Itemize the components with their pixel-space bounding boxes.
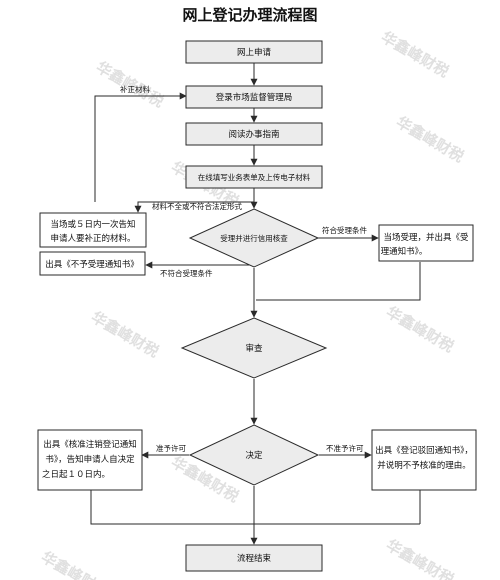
node-guide-label: 阅读办事指南 xyxy=(228,129,279,140)
node-apply: 网上申请 xyxy=(185,40,323,64)
node-decide: 决定 xyxy=(188,424,320,486)
node-approve-line2: 书》，告知申请人自决定 xyxy=(45,454,135,465)
node-apply-label: 网上申请 xyxy=(237,47,272,58)
node-reject: 出具《登记驳回通知书》， 并说明不予核准的理由。 xyxy=(371,429,477,491)
node-accept: 当场受理，并出具《受 理通知书》。 xyxy=(378,224,474,262)
node-login: 登录市场监督管理局 xyxy=(185,85,323,109)
edge-labels: 补正材料 材料不全或不符合法定形式 符合受理条件 不符合受理条件 准予许可 不准… xyxy=(120,84,367,453)
node-end-label: 流程结束 xyxy=(237,553,272,564)
node-reject-line2: 并说明不予核准的理由。 xyxy=(377,460,471,471)
node-supplement-line2: 申请人要补正的材料。 xyxy=(50,233,135,244)
node-verify: 受理并进行信用核查 xyxy=(188,208,320,268)
node-verify-label: 受理并进行信用核查 xyxy=(220,233,288,243)
watermark: 华鑫峰财税 xyxy=(383,303,457,356)
edge-not-meets: 不符合受理条件 xyxy=(160,268,213,278)
node-decide-label: 决定 xyxy=(245,450,263,461)
watermark: 华鑫峰财税 xyxy=(383,536,457,580)
edge-supplement-material: 补正材料 xyxy=(120,84,150,94)
node-not-accept-label: 出具《不予受理通知书》 xyxy=(45,259,139,270)
node-fill-label: 在线填写业务表单及上传电子材料 xyxy=(198,172,311,182)
edge-incomplete: 材料不全或不符合法定形式 xyxy=(152,201,242,211)
node-review: 审查 xyxy=(180,317,328,379)
node-accept-line1: 当场受理，并出具《受 xyxy=(383,232,469,243)
node-login-label: 登录市场监督管理局 xyxy=(216,92,293,103)
diagram-title: 网上登记办理流程图 xyxy=(182,6,317,24)
edge-not-approved: 不准予许可 xyxy=(326,443,364,453)
node-fill: 在线填写业务表单及上传电子材料 xyxy=(185,165,323,189)
watermark: 华鑫峰财税 xyxy=(88,308,162,361)
node-end: 流程结束 xyxy=(185,544,323,572)
edge-meets: 符合受理条件 xyxy=(322,225,367,235)
node-supplement: 当场或５日内一次告知 申请人要补正的材料。 xyxy=(39,212,147,248)
edge-approved: 准予许可 xyxy=(156,443,186,453)
node-approve: 出具《核准注销登记通知 书》，告知申请人自决定 之日起１０日内。 xyxy=(37,429,143,491)
node-not-accept: 出具《不予受理通知书》 xyxy=(39,251,146,276)
node-approve-line1: 出具《核准注销登记通知 xyxy=(43,439,137,450)
node-reject-line1: 出具《登记驳回通知书》， xyxy=(375,445,473,456)
node-review-label: 审查 xyxy=(245,343,263,354)
node-accept-line2: 理通知书》。 xyxy=(381,246,428,257)
watermark: 华鑫峰财税 xyxy=(38,548,112,580)
node-supplement-line1: 当场或５日内一次告知 xyxy=(50,219,135,230)
watermark: 华鑫峰财税 xyxy=(378,28,452,81)
node-guide: 阅读办事指南 xyxy=(185,122,323,146)
watermark: 华鑫峰财税 xyxy=(393,113,467,166)
node-approve-line3: 之日起１０日内。 xyxy=(42,469,110,480)
watermarks: 华鑫峰财税 华鑫峰财税 华鑫峰财税 华鑫峰财税 华鑫峰财税 华鑫峰财税 华鑫峰财… xyxy=(38,28,467,580)
